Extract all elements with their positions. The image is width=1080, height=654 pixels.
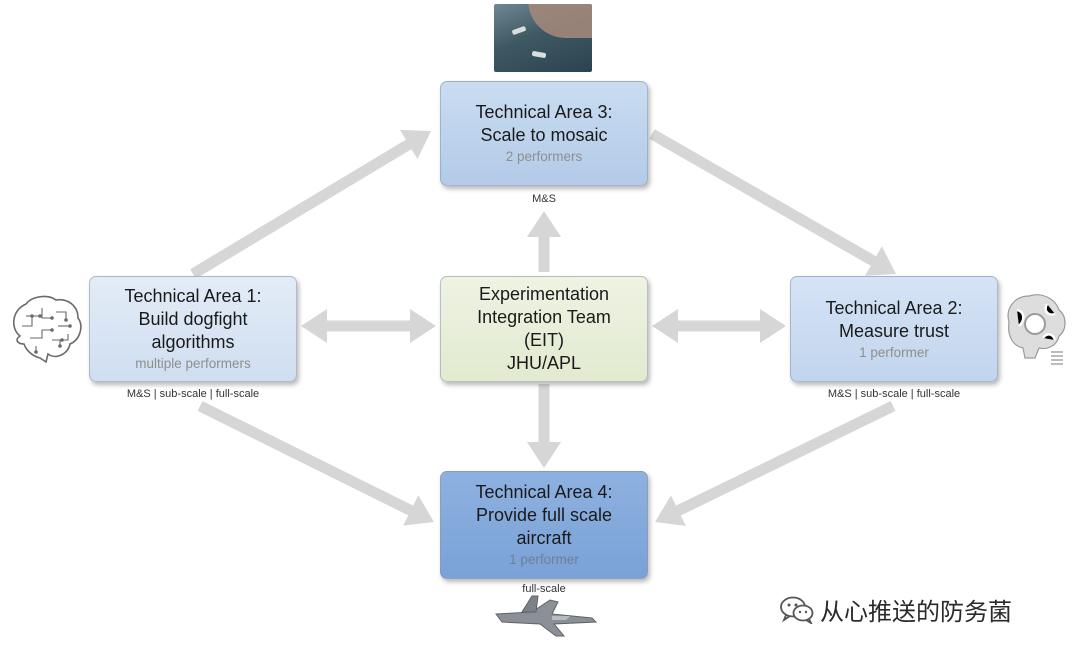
edge-ta1-to-ta4 xyxy=(197,401,434,526)
edge-eit-to-ta4 xyxy=(527,384,561,468)
coastline-shape xyxy=(528,4,592,38)
edge-ta3-to-ta2 xyxy=(649,129,896,276)
node-title: Technical Area 1: Build dogfight algorit… xyxy=(124,286,262,352)
caption-ta3: M&S xyxy=(532,193,556,205)
edge-eit-to-ta2 xyxy=(652,309,786,343)
edge-shaft xyxy=(197,401,421,519)
edge-arrowhead xyxy=(527,442,561,468)
edge-arrowhead xyxy=(760,309,786,343)
edge-arrowhead xyxy=(410,309,436,343)
edge-shaft xyxy=(668,401,896,520)
watermark: 从心推送的防务菌 xyxy=(780,592,1012,627)
node-performers: 2 performers xyxy=(505,149,583,164)
aircraft-shape xyxy=(511,25,527,36)
edge-arrowhead xyxy=(301,309,327,343)
node-title: Technical Area 3: Scale to mosaic xyxy=(475,102,613,145)
edge-layer xyxy=(190,129,896,526)
sea-aircraft-photo xyxy=(494,4,592,72)
node-technical-area-4: Technical Area 4: Provide full scale air… xyxy=(440,471,648,579)
node-title: Technical Area 2: Measure trust xyxy=(825,297,963,341)
edge-arrowhead xyxy=(652,309,678,343)
wechat-icon xyxy=(780,596,814,624)
edge-arrowhead xyxy=(403,495,434,526)
node-technical-area-1: Technical Area 1: Build dogfight algorit… xyxy=(89,276,297,382)
caption-ta1: M&S | sub-scale | full-scale xyxy=(126,388,260,400)
caption-ta4: full-scale xyxy=(522,583,566,595)
edge-arrowhead xyxy=(864,246,896,276)
edge-eit-to-ta3 xyxy=(527,211,561,272)
node-eit: Experimentation Integration Team (EIT) J… xyxy=(440,276,648,382)
edge-eit-to-ta1 xyxy=(301,309,436,343)
node-performers: 1 performer xyxy=(509,552,579,567)
node-performers: multiple performers xyxy=(135,356,251,371)
fighter-jet-icon xyxy=(495,595,598,637)
edge-arrowhead xyxy=(655,495,686,526)
edge-ta2-to-ta4 xyxy=(655,401,896,526)
edge-shaft xyxy=(649,129,884,270)
node-title: Technical Area 4: Provide full scale air… xyxy=(475,482,613,548)
node-performers: 1 performer xyxy=(859,344,929,360)
edge-shaft xyxy=(190,135,419,279)
brain-gear-icon xyxy=(1007,294,1066,365)
watermark-text: 从心推送的防务菌 xyxy=(820,598,1012,626)
node-technical-area-2: Technical Area 2: Measure trust 1 perfor… xyxy=(790,276,998,382)
node-title: Experimentation Integration Team (EIT) J… xyxy=(477,284,611,373)
edge-ta1-to-ta3 xyxy=(190,129,431,279)
edge-arrowhead xyxy=(399,129,431,159)
brain-circuit-icon xyxy=(13,295,82,364)
edge-arrowhead xyxy=(527,211,561,237)
caption-ta2: M&S | sub-scale | full-scale xyxy=(827,388,961,400)
aircraft-shape xyxy=(531,50,547,59)
node-technical-area-3: Technical Area 3: Scale to mosaic 2 perf… xyxy=(440,81,648,186)
